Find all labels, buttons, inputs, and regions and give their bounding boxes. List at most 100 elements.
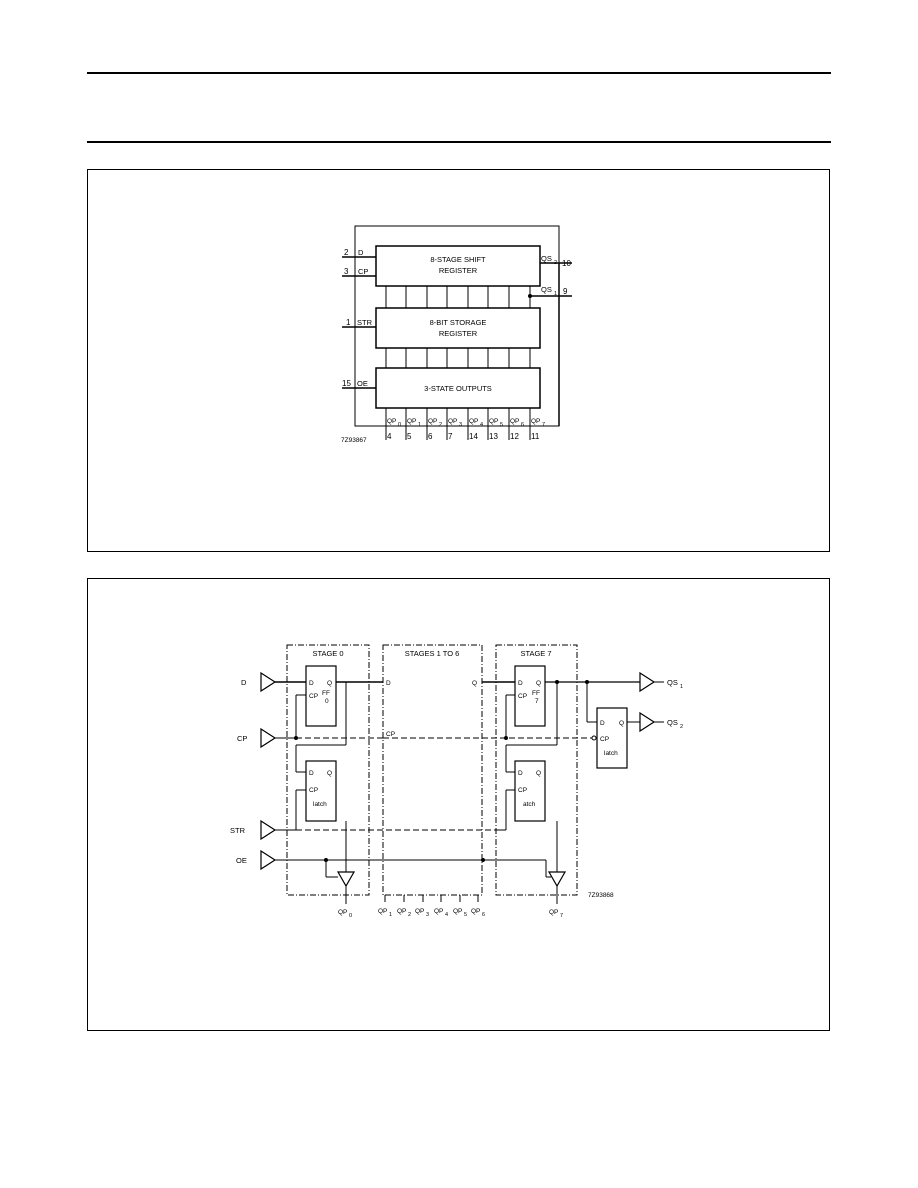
latch7-d-label: D (518, 770, 523, 777)
input-str-label: STR (230, 826, 246, 835)
qp4-name: QP (469, 418, 478, 425)
latch7 (514, 760, 546, 822)
ff0-ff-label: FF (322, 690, 330, 697)
qp0-pin: 4 (387, 432, 392, 441)
qs2-pin: 10 (562, 259, 571, 268)
latch7-label: atch (523, 801, 536, 808)
shift-register-block (375, 245, 541, 287)
input-oe-label: OE (236, 856, 247, 865)
pin-name-cp: CP (358, 267, 368, 276)
pin-num-cp: 3 (344, 267, 349, 276)
qs1-pin: 9 (563, 287, 568, 296)
logic-diagram-labels: STAGE 0 STAGES 1 TO 6 STAGE 7 D CP STR O… (230, 649, 683, 919)
qp2-pin: 6 (428, 432, 433, 441)
ff7-q-label: Q (536, 680, 541, 687)
latch0-q-label: Q (327, 770, 332, 777)
stages1to6-box (382, 644, 483, 896)
qs2latch-cp-label: CP (600, 736, 609, 743)
qp7-name: QP (531, 418, 540, 425)
qs1-name: QS (541, 285, 552, 294)
qp5-mid-name: QP (453, 908, 462, 915)
logic-diagram (260, 644, 664, 904)
qp7-sub: 7 (542, 422, 545, 428)
latch0-d-label: D (309, 770, 314, 777)
qp6-pin: 12 (510, 432, 519, 441)
pin-name-oe: OE (357, 379, 368, 388)
pin-num-str: 1 (346, 318, 351, 327)
qp0-out-name: QP (338, 909, 347, 916)
pin-name-d: D (358, 248, 364, 257)
figure-frame-logic (87, 578, 830, 1031)
functional-diagram-labels: 8-STAGE SHIFT REGISTER 8-BIT STORAGE REG… (341, 248, 571, 444)
qp0-name: QP (387, 418, 396, 425)
stage7-box (495, 644, 578, 896)
stage0-label: STAGE 0 (312, 649, 343, 658)
qp0-out-sub: 0 (349, 913, 352, 919)
qp6-mid-sub: 6 (482, 912, 485, 918)
ff7-d-label: D (518, 680, 523, 687)
latch7-q-label: Q (536, 770, 541, 777)
mid-d-label: D (386, 680, 391, 687)
qp5-name: QP (489, 418, 498, 425)
qp3-pin: 7 (448, 432, 453, 441)
mid-qp-labels: QP 1 QP 2 QP 3 QP 4 QP 5 QP 6 (378, 908, 485, 918)
qp2-name: QP (428, 418, 437, 425)
qp6-sub: 6 (521, 422, 524, 428)
qp0-sub: 0 (398, 422, 401, 428)
qp1-pin: 5 (407, 432, 412, 441)
figure1-code: 7Z93867 (341, 437, 367, 444)
qs2-out-sub: 2 (680, 724, 683, 730)
ff0 (305, 665, 337, 727)
header-rule (87, 141, 831, 143)
mid-q-label: Q (472, 680, 477, 687)
qp4-mid-name: QP (434, 908, 443, 915)
qp1-mid-name: QP (378, 908, 387, 915)
qp5-mid-sub: 5 (464, 912, 467, 918)
qs2-out-name: QS (667, 718, 678, 727)
qp-pin-lines (385, 408, 531, 440)
qp7-out-sub: 7 (560, 913, 563, 919)
qp4-sub: 4 (480, 422, 483, 428)
latch0-cp-label: CP (309, 787, 318, 794)
latch7-cp-label: CP (518, 787, 527, 794)
latch0 (305, 760, 337, 822)
ff0-cp-label: CP (309, 693, 318, 700)
qp1-name: QP (407, 418, 416, 425)
qp2-mid-sub: 2 (408, 912, 411, 918)
qp5-pin: 13 (489, 432, 498, 441)
input-cp-label: CP (237, 734, 247, 743)
functional-diagram (342, 225, 572, 440)
qp3-mid-sub: 3 (426, 912, 429, 918)
ff0-num-label: 0 (325, 698, 329, 705)
qs1-sub: 1 (554, 291, 557, 297)
qp7-pin: 11 (531, 432, 540, 441)
top-rule (87, 72, 831, 74)
qs1-out-name: QS (667, 678, 678, 687)
qp7-out-name: QP (549, 909, 558, 916)
pin-name-str: STR (357, 318, 373, 327)
qp2-sub: 2 (439, 422, 442, 428)
qp5-sub: 5 (500, 422, 503, 428)
output-block-label: 3-STATE OUTPUTS (424, 384, 492, 393)
qp6-name: QP (510, 418, 519, 425)
storage-block-label-2: REGISTER (439, 329, 478, 338)
mid-cp-label: CP (386, 731, 395, 738)
qs2latch-label: latch (604, 750, 618, 757)
ff0-q-label: Q (327, 680, 332, 687)
ff7-cp-label: CP (518, 693, 527, 700)
qp3-name: QP (448, 418, 457, 425)
qs2latch-d-label: D (600, 720, 605, 727)
qp3-mid-name: QP (415, 908, 424, 915)
bus-shift-to-storage (385, 286, 531, 308)
latch0-label: latch (313, 801, 327, 808)
qp1-sub: 1 (418, 422, 421, 428)
figure2-code: 7Z93868 (588, 892, 614, 899)
stage0-box (286, 644, 370, 896)
stages1to6-label: STAGES 1 TO 6 (405, 649, 460, 658)
qp3-sub: 3 (459, 422, 462, 428)
ff7 (514, 665, 546, 727)
input-buffers (260, 671, 277, 871)
qs1-out-sub: 1 (680, 684, 683, 690)
figure-frame-functional (87, 169, 830, 552)
